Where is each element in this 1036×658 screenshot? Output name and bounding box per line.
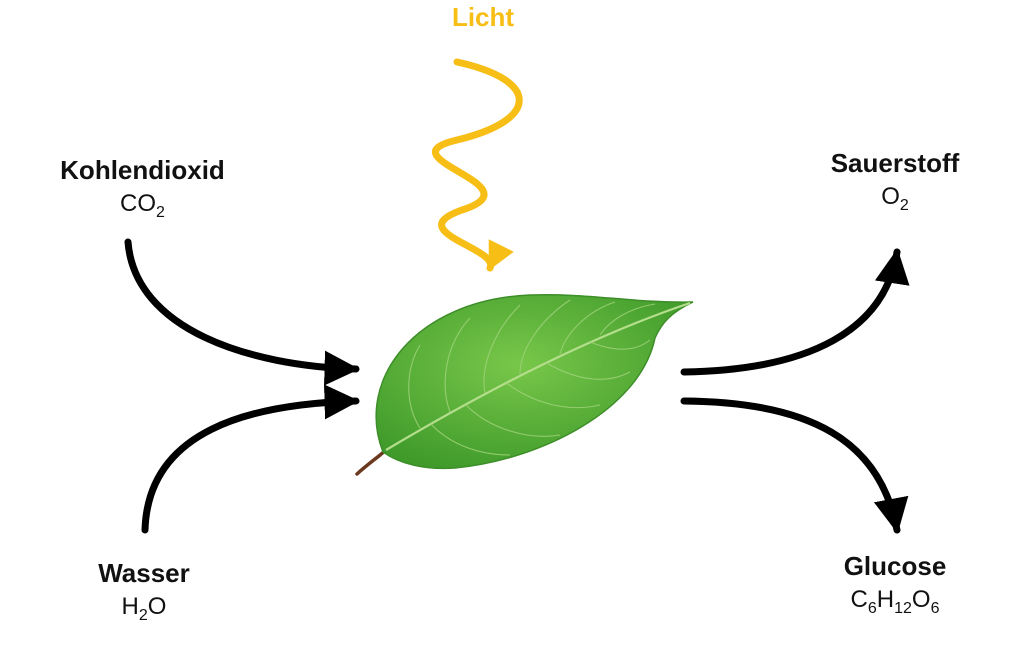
leaf-illustration xyxy=(355,293,694,476)
oxygen-formula: O2 xyxy=(881,183,909,214)
water-formula: H2O xyxy=(121,593,167,624)
output-label-oxygen: Sauerstoff O2 xyxy=(800,148,990,214)
water-name: Wasser xyxy=(98,558,190,588)
leaf-veins xyxy=(408,299,656,456)
glucose-formula: C6H12O6 xyxy=(850,586,940,617)
leaf-stem xyxy=(355,448,388,476)
arrow-leaf-to-glucose xyxy=(680,397,909,534)
input-label-water: Wasser H2O xyxy=(54,558,234,624)
output-label-glucose: Glucose C6H12O6 xyxy=(805,551,985,617)
co2-name: Kohlendioxid xyxy=(60,155,225,185)
light-wave-arrow xyxy=(432,58,523,272)
arrow-water-to-leaf xyxy=(141,384,360,534)
light-label: Licht xyxy=(451,2,515,32)
co2-formula: CO2 xyxy=(120,190,165,221)
input-label-co2: Kohlendioxid CO2 xyxy=(30,155,255,221)
arrow-co2-to-leaf xyxy=(124,238,360,386)
leaf-midrib xyxy=(385,301,691,451)
arrow-leaf-to-oxygen xyxy=(680,248,910,376)
leaf-blade xyxy=(375,293,694,470)
oxygen-name: Sauerstoff xyxy=(830,148,960,178)
glucose-name: Glucose xyxy=(843,551,947,581)
